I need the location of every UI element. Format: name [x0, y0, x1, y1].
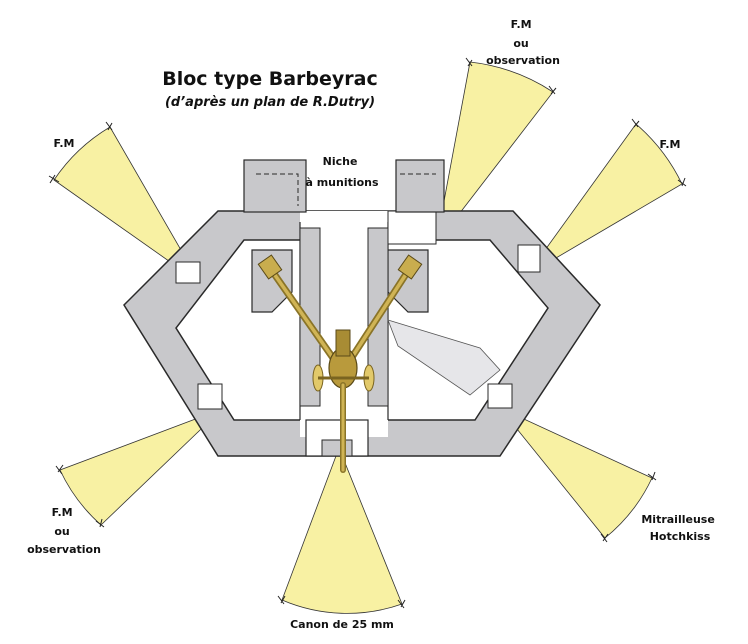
guns [257, 254, 423, 473]
diagram-subtitle: (d’après un plan de R.Dutry) [165, 95, 375, 110]
observation-wedge [387, 319, 501, 396]
label-fm-top-left: F.M [53, 137, 74, 150]
label-fm-right: F.M [659, 138, 680, 151]
left-pillar [299, 227, 321, 407]
bunker-walls [123, 210, 601, 457]
labels: Niche à munitions F.M F.M ou observation… [27, 18, 718, 631]
niche-left [243, 159, 307, 213]
label-canon: Canon de 25 mm [290, 618, 394, 631]
ammunition-niches [243, 159, 445, 213]
niche-right [395, 159, 445, 213]
fire-sector-canon [281, 446, 403, 614]
fire-sector-mitrailleuse [499, 407, 653, 539]
fire-sector-fm-obs-bottom-left [59, 408, 223, 526]
sector-ticks [48, 57, 687, 609]
label-fm-obs-bottom-left: F.M ou observation [27, 506, 101, 556]
fire-sectors [48, 57, 687, 614]
label-fm-obs-top-right: F.M ou observation [486, 18, 560, 67]
diagram-title: Bloc type Barbeyrac [162, 68, 378, 90]
label-niche: Niche à munitions [305, 155, 379, 189]
label-mitrailleuse: Mitrailleuse Hotchkiss [641, 513, 718, 543]
